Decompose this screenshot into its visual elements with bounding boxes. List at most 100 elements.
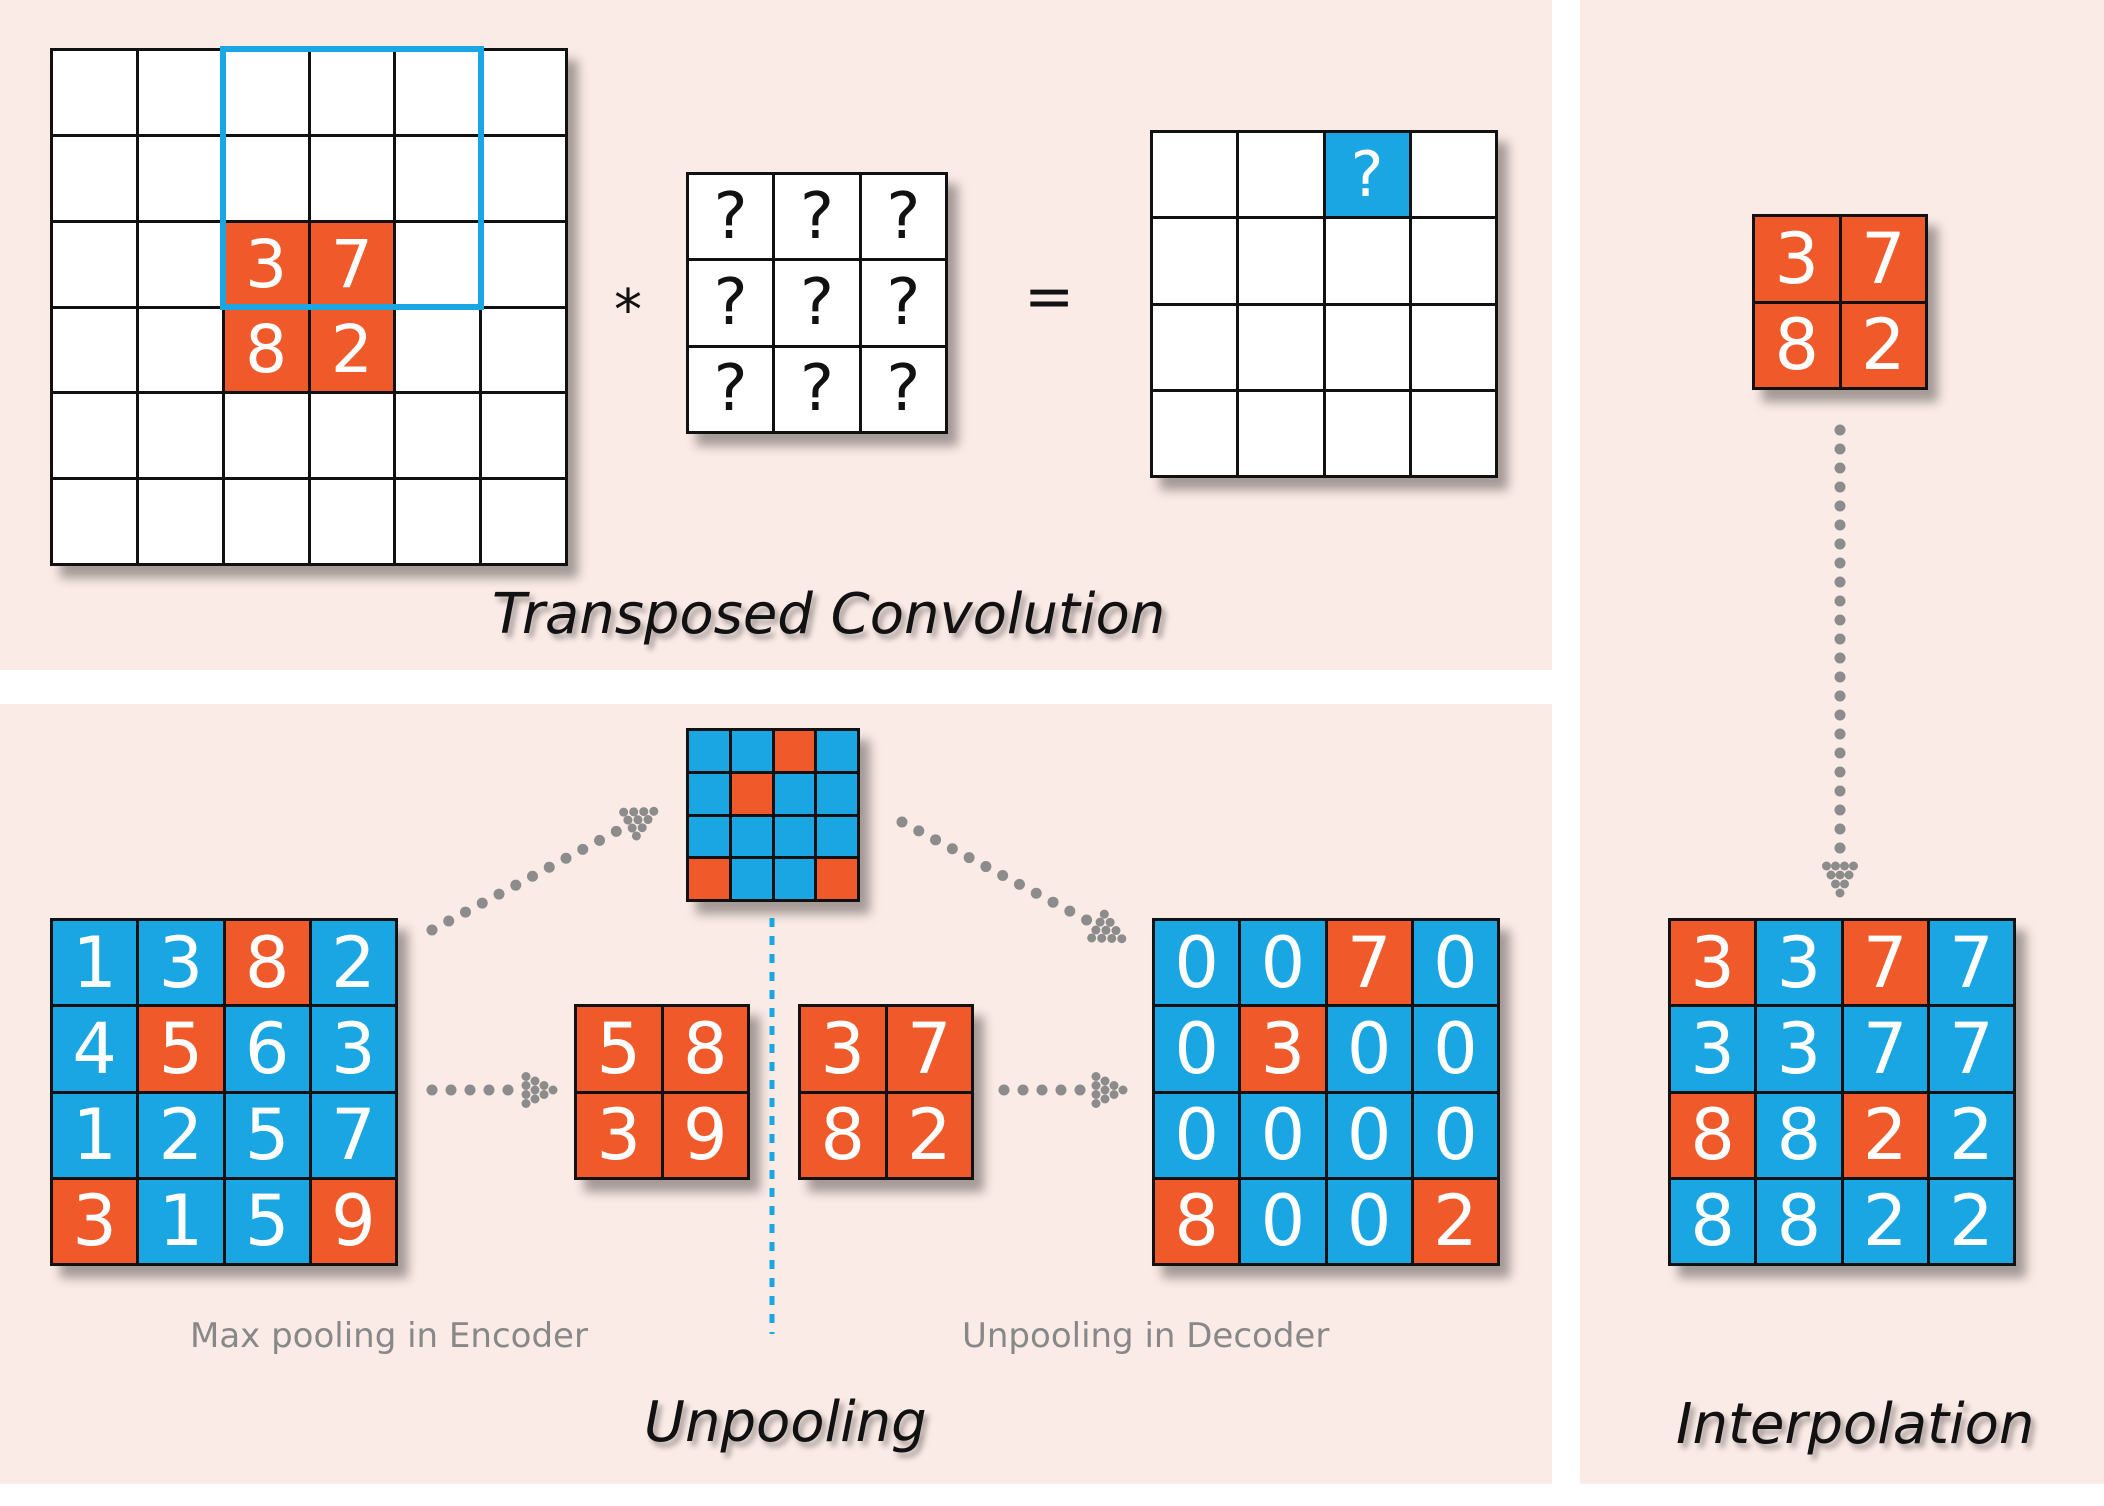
grid-cell: [138, 394, 222, 478]
transposed-output-grid: ?: [1150, 130, 1498, 478]
kernel-cell: ?: [775, 261, 859, 345]
grid-cell: 2: [1929, 1179, 2013, 1263]
arrow-encoder-to-switches: [426, 806, 659, 936]
grid-cell: [310, 394, 394, 478]
switch-cell: [731, 859, 772, 899]
grid-cell: 7: [887, 1007, 971, 1091]
grid-cell: 3: [1671, 921, 1755, 1005]
transposed-convolution-title: Transposed Convolution: [492, 582, 1166, 647]
grid-cell: [138, 480, 222, 563]
switch-cell: [731, 731, 772, 771]
grid-cell: 3: [224, 222, 308, 306]
grid-cell: 0: [1155, 1093, 1239, 1177]
grid-cell: 2: [1843, 1179, 1927, 1263]
grid-cell: 1: [53, 1093, 137, 1177]
switch-cell: [817, 731, 857, 771]
grid-cell: [53, 308, 136, 392]
grid-cell: [482, 136, 565, 220]
grid-cell: [138, 136, 222, 220]
grid-cell: [310, 136, 394, 220]
switch-cell: [774, 731, 815, 771]
grid-cell: 5: [139, 1007, 223, 1091]
grid-cell: 0: [1241, 921, 1325, 1005]
grid-cell: 2: [1929, 1093, 2013, 1177]
arrow-encoder-to-pooled: [426, 1072, 558, 1108]
grid-cell: 2: [887, 1093, 971, 1177]
grid-cell: [138, 222, 222, 306]
equals-sign: =: [1024, 262, 1075, 332]
grid-cell: [396, 222, 480, 306]
switch-cell: [774, 816, 815, 857]
grid-cell: 8: [1155, 1179, 1239, 1263]
switch-cell: [731, 773, 772, 814]
kernel-cell: ?: [689, 261, 773, 345]
grid-cell: [1325, 305, 1409, 389]
kernel-cell: ?: [775, 175, 859, 259]
grid-cell: 2: [1413, 1179, 1497, 1263]
pooling-switches-grid: [686, 728, 860, 902]
grid-cell: 7: [1843, 1007, 1927, 1091]
kernel-cell: ?: [861, 175, 945, 259]
grid-cell: [53, 222, 136, 306]
grid-cell: 1: [53, 921, 137, 1005]
grid-cell: 2: [1841, 303, 1925, 387]
switch-cell: [689, 773, 729, 814]
grid-cell: [482, 308, 565, 392]
grid-cell: [224, 480, 308, 563]
grid-cell: 3: [801, 1007, 885, 1091]
switch-cell: [689, 731, 729, 771]
grid-cell: 0: [1327, 1179, 1411, 1263]
arrow-switches-to-decoder: [896, 816, 1127, 944]
grid-cell: ?: [1325, 133, 1409, 217]
grid-cell: 3: [1757, 1007, 1841, 1091]
grid-cell: [310, 480, 394, 563]
grid-cell: 4: [53, 1007, 137, 1091]
grid-cell: [310, 51, 394, 134]
grid-cell: [53, 394, 136, 478]
switch-cell: [731, 816, 772, 857]
switch-cell: [817, 816, 857, 857]
grid-cell: 7: [1843, 921, 1927, 1005]
arrow-interpolation-down: [1822, 424, 1858, 898]
grid-cell: 3: [577, 1093, 661, 1177]
grid-cell: [396, 480, 480, 563]
grid-cell: [53, 136, 136, 220]
grid-cell: [1153, 391, 1237, 475]
grid-cell: [482, 222, 565, 306]
grid-cell: 9: [311, 1179, 395, 1263]
grid-cell: 3: [139, 921, 223, 1005]
grid-cell: 0: [1413, 1007, 1497, 1091]
switch-cell: [689, 859, 729, 899]
kernel-cell: ?: [861, 347, 945, 431]
grid-cell: 3: [1241, 1007, 1325, 1091]
kernel-cell: ?: [861, 261, 945, 345]
grid-cell: [1239, 305, 1323, 389]
grid-cell: [1325, 391, 1409, 475]
grid-cell: 3: [53, 1179, 137, 1263]
grid-cell: [224, 136, 308, 220]
grid-cell: [1153, 133, 1237, 217]
grid-cell: 8: [1755, 303, 1839, 387]
grid-cell: [396, 136, 480, 220]
grid-cell: 8: [1671, 1179, 1755, 1263]
grid-cell: [1239, 219, 1323, 303]
caption-max-pooling: Max pooling in Encoder: [190, 1316, 588, 1356]
grid-cell: 5: [225, 1179, 309, 1263]
grid-cell: 7: [1929, 921, 2013, 1005]
grid-cell: [396, 394, 480, 478]
grid-cell: 8: [1757, 1093, 1841, 1177]
grid-cell: 8: [225, 921, 309, 1005]
kernel-cell: ?: [775, 347, 859, 431]
grid-cell: 8: [1757, 1179, 1841, 1263]
switch-cell: [817, 773, 857, 814]
grid-cell: [482, 51, 565, 134]
grid-cell: 0: [1413, 921, 1497, 1005]
grid-cell: 6: [225, 1007, 309, 1091]
kernel-cell: ?: [689, 347, 773, 431]
grid-cell: [1153, 219, 1237, 303]
grid-cell: 8: [1671, 1093, 1755, 1177]
